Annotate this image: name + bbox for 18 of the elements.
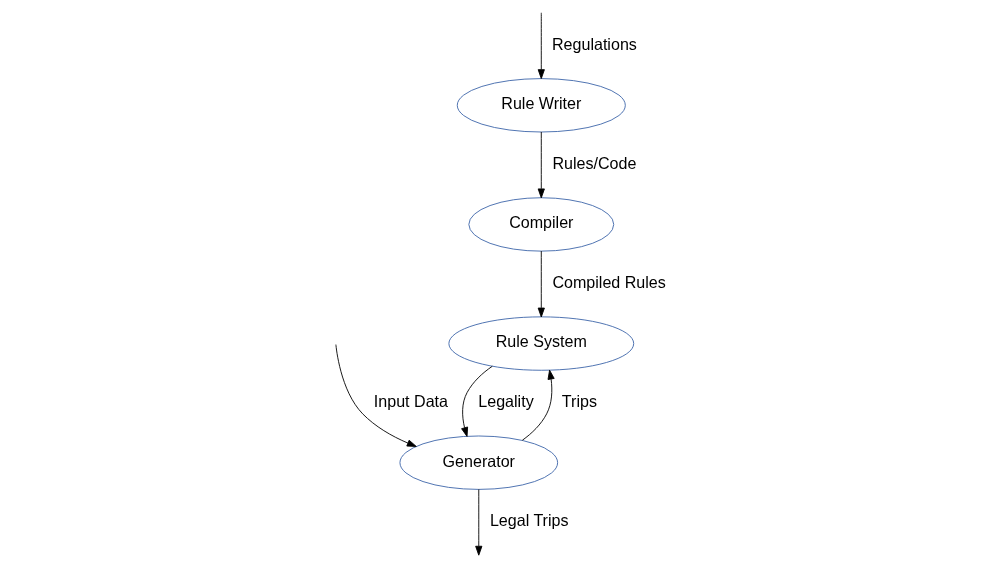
edge-label: Input Data <box>373 392 448 411</box>
arrow <box>475 488 483 556</box>
edge-label: Compiled Rules <box>552 272 666 291</box>
edge-label: Trips <box>561 392 597 411</box>
arrow <box>537 12 545 80</box>
node-ellipse: Compiler <box>468 197 615 252</box>
edge-label: Rules/Code <box>552 153 637 172</box>
arrow <box>335 344 417 447</box>
edge-label: Legal Trips <box>489 511 569 530</box>
edge-label: Regulations <box>552 34 637 53</box>
node-ellipse: Rule Writer <box>456 78 626 133</box>
node-ellipse: Rule System <box>448 316 635 371</box>
edge-label: Legality <box>478 392 534 411</box>
node-ellipse: Generator <box>399 435 559 490</box>
arrow <box>521 369 555 441</box>
arrow <box>537 131 545 199</box>
arrow <box>537 250 545 318</box>
arrow <box>461 365 493 437</box>
